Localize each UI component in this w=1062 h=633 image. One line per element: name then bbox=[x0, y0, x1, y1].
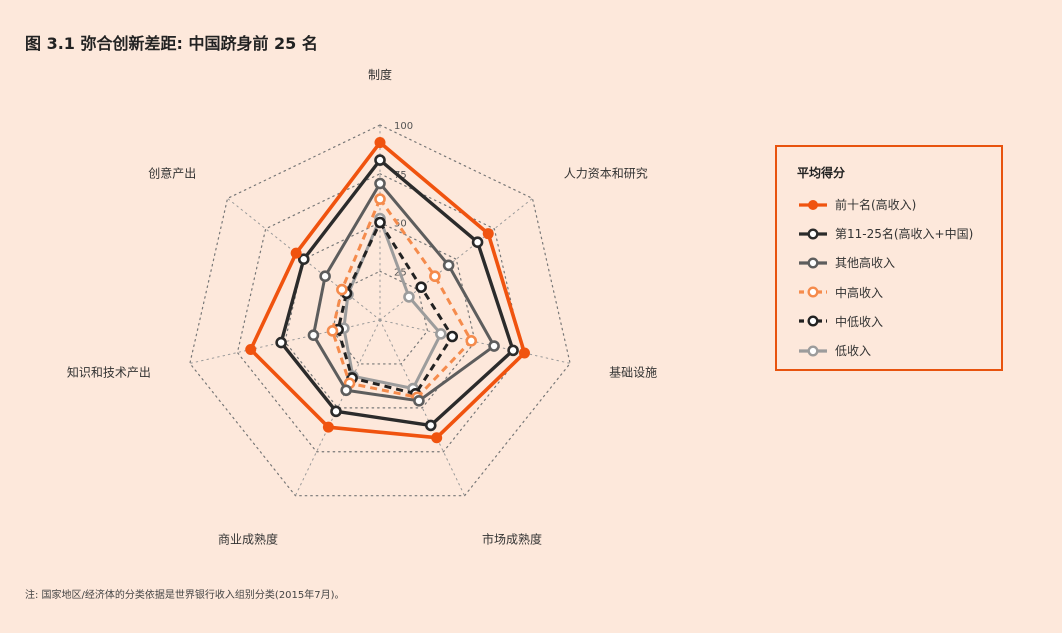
series-line bbox=[311, 182, 496, 403]
data-point bbox=[297, 253, 310, 266]
legend: 平均得分 前十名(高收入) 第11-25名(高收入+中国) 其他高收入中高收入中低收… bbox=[775, 145, 1003, 371]
grid-spoke-4 bbox=[379, 319, 466, 497]
legend-title: 平均得分 bbox=[797, 166, 846, 180]
legend-swatch bbox=[799, 228, 827, 240]
legend-swatch bbox=[799, 286, 827, 298]
data-point bbox=[374, 137, 386, 149]
tick-label: 50 bbox=[394, 219, 407, 230]
grid-spoke-5 bbox=[294, 319, 381, 497]
data-point bbox=[326, 325, 339, 337]
axis-label: 商业成熟度 bbox=[218, 532, 278, 547]
axis-label: 知识和技术产出 bbox=[67, 365, 151, 379]
data-point bbox=[374, 154, 386, 166]
data-point bbox=[290, 247, 302, 259]
legend-swatch bbox=[799, 257, 827, 269]
axis-label: 创意产出 bbox=[148, 165, 196, 180]
legend-item: 低收入 bbox=[797, 336, 1001, 365]
legend-label: 第11-25名(高收入+中国) bbox=[835, 227, 974, 242]
data-point bbox=[442, 259, 455, 272]
legend-item: 中低收入 bbox=[797, 307, 1001, 336]
data-point bbox=[482, 228, 494, 240]
grid-spoke-7 bbox=[227, 197, 381, 321]
series-line bbox=[330, 197, 473, 399]
legend-label: 其他高收入 bbox=[835, 256, 896, 271]
series-line bbox=[279, 158, 515, 428]
data-point bbox=[507, 344, 519, 357]
grid-ring-3 bbox=[236, 173, 524, 453]
legend-item: 中高收入 bbox=[797, 278, 1001, 307]
tick-label: 100 bbox=[394, 121, 413, 132]
grid-ring-1 bbox=[331, 270, 429, 365]
data-point bbox=[403, 291, 415, 303]
legend-label: 中高收入 bbox=[835, 285, 884, 300]
data-point bbox=[429, 270, 441, 283]
data-point bbox=[431, 432, 443, 444]
data-point bbox=[322, 421, 334, 433]
data-point bbox=[435, 328, 447, 340]
series-第11-25名(高收入+中国) bbox=[275, 154, 519, 432]
grid-ring-4 bbox=[189, 124, 571, 497]
legend-label: 前十名(高收入) bbox=[835, 198, 917, 213]
data-point bbox=[336, 283, 348, 296]
data-point bbox=[518, 347, 530, 359]
legend-swatch bbox=[799, 345, 827, 357]
series-line bbox=[248, 140, 527, 440]
data-point bbox=[275, 336, 287, 349]
data-point bbox=[307, 329, 320, 341]
data-point bbox=[330, 405, 342, 418]
radar-series bbox=[245, 137, 530, 444]
data-point bbox=[465, 335, 478, 347]
data-point bbox=[446, 330, 459, 343]
legend-items: 前十名(高收入) 第11-25名(高收入+中国) 其他高收入中高收入中低收入低收入 bbox=[797, 190, 1001, 365]
axis-label: 市场成熟度 bbox=[482, 532, 542, 547]
data-point bbox=[471, 236, 484, 248]
grid-ring-2 bbox=[284, 221, 476, 409]
data-point bbox=[245, 344, 257, 356]
axis-label: 制度 bbox=[368, 67, 392, 82]
series-其他高收入 bbox=[307, 177, 500, 407]
data-point bbox=[374, 216, 386, 229]
series-line bbox=[336, 221, 454, 396]
data-point bbox=[415, 281, 427, 293]
data-point bbox=[413, 395, 425, 407]
data-point bbox=[340, 384, 352, 397]
legend-label: 低收入 bbox=[835, 344, 872, 359]
axis-label: 基础设施 bbox=[609, 365, 657, 379]
legend-item: 其他高收入 bbox=[797, 248, 1001, 277]
legend-item: 第11-25名(高收入+中国) bbox=[797, 219, 1001, 248]
data-point bbox=[319, 270, 331, 283]
data-point bbox=[488, 340, 500, 352]
grid-spoke-3 bbox=[379, 319, 571, 364]
legend-item: 前十名(高收入) bbox=[797, 190, 1001, 219]
data-point bbox=[424, 419, 437, 432]
data-point bbox=[374, 177, 386, 190]
legend-label: 中低收入 bbox=[835, 314, 884, 329]
chart-title: 图 3.1 弥合创新差距: 中国跻身前 25 名 bbox=[25, 34, 318, 53]
legend-swatch bbox=[799, 315, 827, 327]
legend-swatch bbox=[799, 199, 827, 210]
axis-label: 人力资本和研究 bbox=[564, 165, 648, 180]
series-前十名(高收入) bbox=[245, 137, 530, 444]
footnote: 注: 国家地区/经济体的分类依据是世界银行收入组别分类(2015年7月)。 bbox=[25, 590, 345, 601]
data-point bbox=[374, 193, 386, 205]
